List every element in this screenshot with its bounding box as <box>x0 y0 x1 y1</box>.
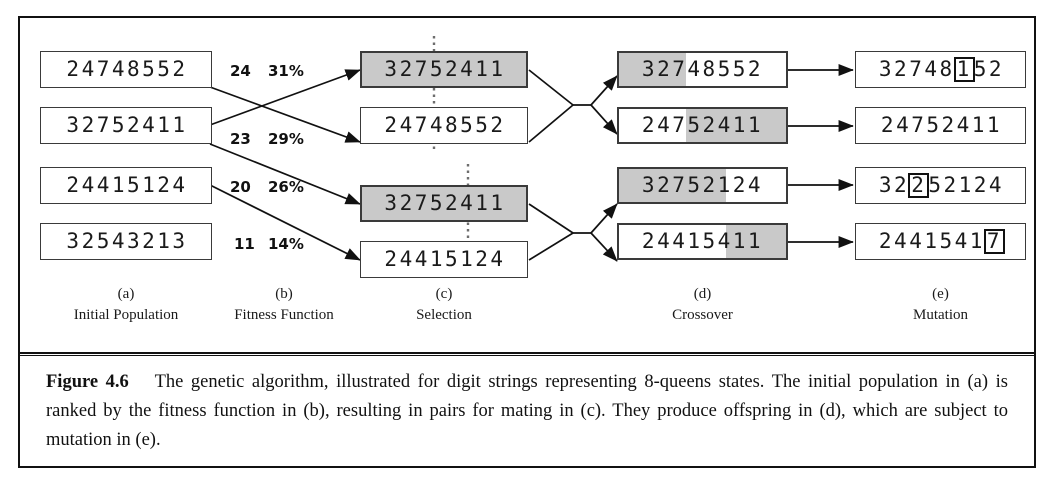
column-name: Fitness Function <box>234 307 334 323</box>
initial-population-box-2[interactable]: 32752411 <box>40 107 212 144</box>
select-line-3 <box>209 143 361 205</box>
string-value: 32752411 <box>384 57 506 81</box>
fitness-percent-1: 31% <box>268 62 304 80</box>
initial-population-box-1[interactable]: 24748552 <box>40 51 212 88</box>
column-letter: (c) <box>435 286 453 302</box>
shade-region <box>725 225 786 258</box>
string-value: 32752411 <box>384 191 506 215</box>
diagram-area: 24748552 32752411 24415124 32543213 24 3… <box>20 18 1034 352</box>
prefix-digits: 32748 <box>878 57 955 81</box>
segment-tail: 48552 <box>687 57 764 81</box>
fork-2-out-upper <box>590 203 618 234</box>
string-value: 24748552 <box>384 113 506 137</box>
string-value: 24415417 <box>877 229 1006 254</box>
fork-1-out-upper <box>590 75 618 106</box>
caption-body: The genetic algorithm, illustrated for d… <box>46 372 1008 450</box>
mutation-box-4[interactable]: 24415417 <box>855 223 1026 260</box>
string-value: 24415124 <box>66 173 188 197</box>
segment-tail: 411 <box>717 229 764 253</box>
column-letter: (a) <box>117 286 135 302</box>
string-value: 24752411 <box>880 113 1003 137</box>
fork-2-upper-in <box>528 203 574 234</box>
selection-box-2[interactable]: 24748552 <box>360 107 528 144</box>
column-letter: (d) <box>693 286 712 302</box>
segment-head: 32752 <box>641 173 718 197</box>
fitness-score-3: 20 <box>230 178 251 196</box>
column-letter: (b) <box>275 286 293 302</box>
figure-label: Figure 4.6 <box>46 372 148 392</box>
segment-head: 327 <box>641 57 688 81</box>
fitness-score-1: 24 <box>230 62 251 80</box>
string-value: 32748152 <box>877 57 1004 82</box>
column-caption-d: (d) Crossover <box>617 284 788 326</box>
fork-1-out-lower <box>590 104 618 135</box>
fitness-score-2: 23 <box>230 130 251 148</box>
fork-1-lower-in <box>528 104 574 143</box>
connector-arrows <box>209 36 854 280</box>
shade-region <box>619 53 686 86</box>
column-name: Crossover <box>672 307 733 323</box>
column-name: Initial Population <box>73 307 179 323</box>
select-line-2 <box>209 69 361 126</box>
string-value: 32752411 <box>66 113 188 137</box>
initial-population-box-4[interactable]: 32543213 <box>40 223 212 260</box>
segment-head: 247 <box>641 113 688 137</box>
fitness-percent-4: 14% <box>268 235 304 253</box>
shade-region <box>685 109 786 142</box>
initial-population-box-3[interactable]: 24415124 <box>40 167 212 204</box>
column-caption-c: (c) Selection <box>360 284 528 326</box>
mutation-box-1[interactable]: 32748152 <box>855 51 1026 88</box>
figure-container: 24748552 32752411 24415124 32543213 24 3… <box>18 16 1036 468</box>
mutation-box-2[interactable]: 24752411 <box>855 107 1026 144</box>
column-name: Mutation <box>913 307 968 323</box>
fork-2-lower-in <box>528 232 574 261</box>
column-letter: (e) <box>932 286 949 302</box>
caption-area: Figure 4.6 The genetic algorithm, illust… <box>20 358 1034 466</box>
fitness-score-4: 11 <box>234 235 255 253</box>
column-caption-b: (b) Fitness Function <box>214 284 354 326</box>
fitness-percent-2: 29% <box>268 130 304 148</box>
column-caption-e: (e) Mutation <box>855 284 1026 326</box>
fork-2-out-lower <box>590 232 618 262</box>
mutated-digit: 1 <box>953 57 975 82</box>
suffix-digits: 52124 <box>928 173 1005 197</box>
string-value: 32252124 <box>877 173 1004 198</box>
segment-tail: 124 <box>717 173 764 197</box>
mutation-box-3[interactable]: 32252124 <box>855 167 1026 204</box>
suffix-digits: 52 <box>973 57 1005 81</box>
string-value: 32543213 <box>66 229 188 253</box>
column-caption-a: (a) Initial Population <box>46 284 206 326</box>
prefix-digits: 2441541 <box>878 229 985 253</box>
mutated-digit: 7 <box>983 229 1006 254</box>
selection-box-4[interactable]: 24415124 <box>360 241 528 278</box>
caption-divider <box>20 352 1034 356</box>
selection-box-3[interactable]: 32752411 <box>360 185 528 222</box>
segment-tail: 52411 <box>687 113 764 137</box>
prefix-digits: 32 <box>878 173 910 197</box>
select-line-4 <box>209 184 361 261</box>
fitness-percent-3: 26% <box>268 178 304 196</box>
string-value: 24748552 <box>66 57 188 81</box>
figure-caption: Figure 4.6 The genetic algorithm, illust… <box>46 368 1008 455</box>
select-line-1 <box>209 86 361 143</box>
shade-region <box>619 169 726 202</box>
mutated-digit: 2 <box>908 173 930 198</box>
column-name: Selection <box>416 307 472 323</box>
segment-head: 24415 <box>641 229 718 253</box>
fork-1-upper-in <box>528 69 574 106</box>
string-value: 24415124 <box>384 247 506 271</box>
selection-box-1[interactable]: 32752411 <box>360 51 528 88</box>
